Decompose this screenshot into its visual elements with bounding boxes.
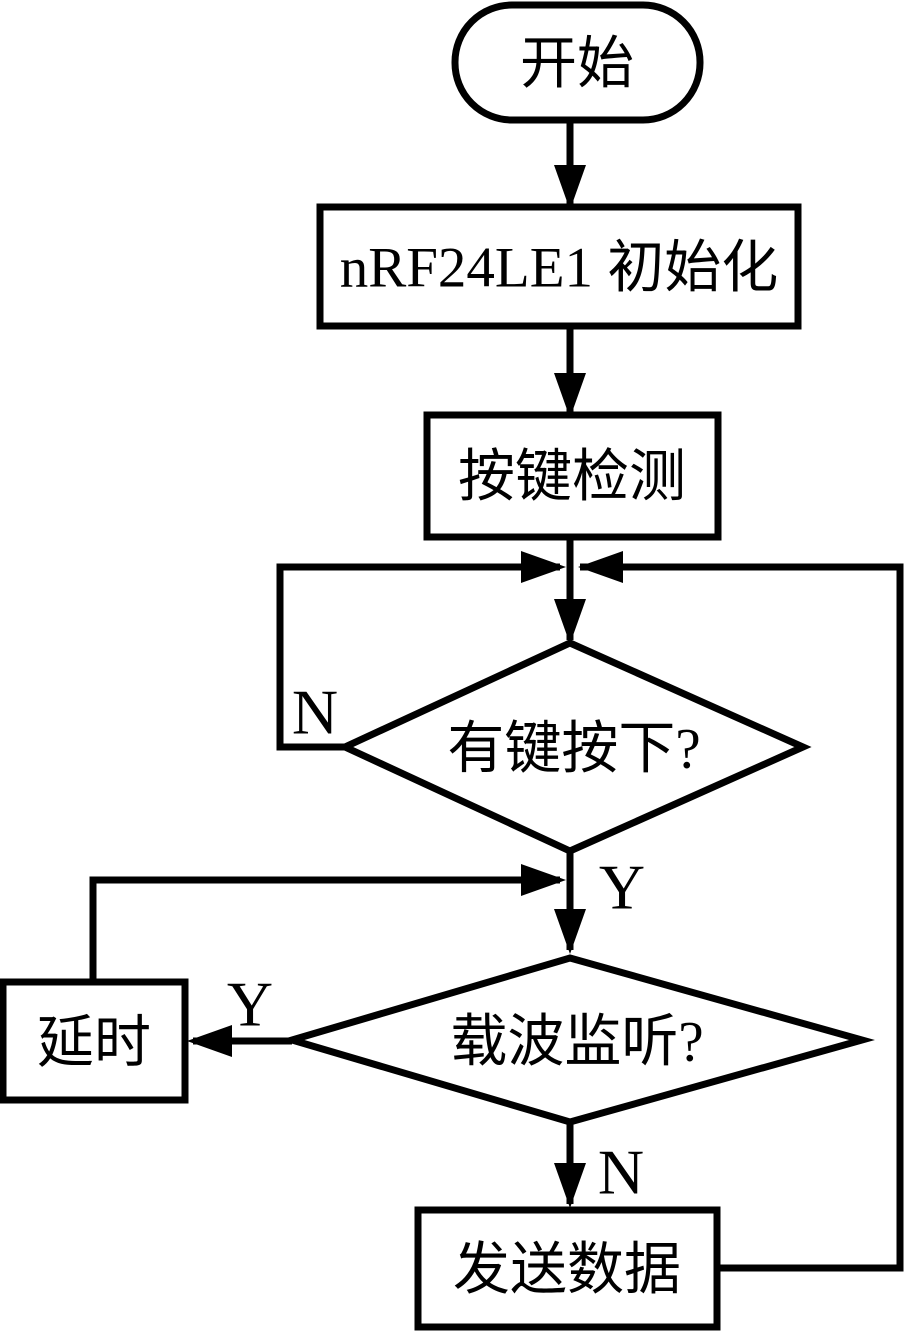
- branch-labels: N Y Y N: [227, 677, 645, 1208]
- send-data-label: 发送数据: [453, 1239, 681, 1302]
- send-data-process-box: [414, 1206, 721, 1331]
- start-label: 开始: [520, 33, 634, 96]
- arrowhead-into-senddata: [554, 1163, 586, 1208]
- node-labels: 开始 nRF24LE1 初始化 按键检测 有键按下? 载波监听? 延时 发送数据: [37, 33, 778, 1302]
- arrowhead-into-init: [554, 165, 586, 210]
- key-pressed-no-label: N: [292, 677, 338, 748]
- carrier-sense-label: 载波监听?: [450, 1011, 703, 1074]
- arrowhead-junction-left: [578, 551, 623, 583]
- arrowhead-into-keydetect: [554, 373, 586, 418]
- key-pressed-yes-label: Y: [599, 852, 645, 923]
- key-pressed-decision-diamond: [336, 639, 812, 855]
- key-pressed-label: 有键按下?: [447, 718, 700, 781]
- delay-process-box: [0, 978, 189, 1104]
- connector-lines: [89, 118, 904, 1272]
- edge-delay-return: [89, 876, 560, 982]
- arrowhead-into-delay: [187, 1025, 232, 1057]
- start-terminator: [451, 1, 704, 124]
- arrowhead-delay-return-right: [521, 864, 566, 896]
- edge-keypressed-no-loop: [276, 563, 560, 751]
- edge-senddata-feedback: [580, 563, 904, 1272]
- init-process-box: [316, 203, 802, 330]
- key-detect-process-box: [423, 411, 722, 541]
- arrowhead-into-keypressed: [554, 599, 586, 644]
- carrier-sense-no-label: N: [598, 1137, 644, 1208]
- arrowheads: [187, 165, 623, 1208]
- nodes: [0, 1, 875, 1331]
- arrowhead-into-carrier: [554, 909, 586, 954]
- delay-label: 延时: [37, 1012, 151, 1075]
- carrier-sense-decision-diamond: [279, 954, 875, 1126]
- arrowhead-junction-right: [521, 551, 566, 583]
- init-label: nRF24LE1 初始化: [340, 237, 779, 300]
- carrier-sense-yes-label: Y: [227, 969, 273, 1040]
- key-detect-label: 按键检测: [458, 446, 686, 509]
